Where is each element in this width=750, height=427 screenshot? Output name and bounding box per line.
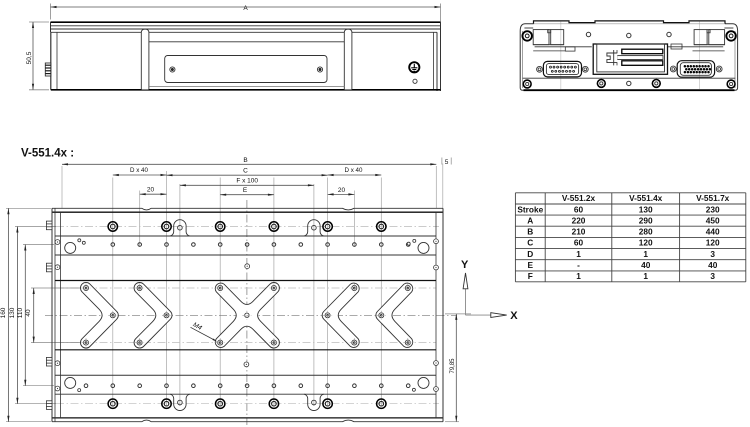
- svg-text:220: 220: [572, 215, 586, 225]
- svg-text:110: 110: [17, 307, 24, 318]
- svg-text:D x 40: D x 40: [130, 167, 148, 174]
- svg-text:V-551.7x: V-551.7x: [696, 193, 730, 203]
- svg-text:1: 1: [576, 249, 581, 259]
- svg-text:40: 40: [641, 260, 651, 270]
- svg-text:210: 210: [572, 227, 586, 237]
- svg-text:V-551.2x: V-551.2x: [562, 193, 596, 203]
- svg-text:B: B: [527, 227, 533, 237]
- svg-text:40: 40: [25, 309, 32, 317]
- svg-text:5: 5: [445, 159, 449, 166]
- svg-text:3: 3: [710, 271, 715, 281]
- svg-text:X: X: [510, 310, 518, 322]
- svg-text:60: 60: [574, 238, 584, 248]
- svg-text:V-551.4x :: V-551.4x :: [21, 148, 74, 160]
- svg-text:40: 40: [708, 260, 718, 270]
- svg-text:3: 3: [710, 249, 715, 259]
- svg-text:290: 290: [639, 215, 653, 225]
- svg-text:E: E: [243, 187, 248, 194]
- svg-text:D x 40: D x 40: [345, 167, 363, 174]
- svg-text:D: D: [527, 249, 533, 259]
- svg-text:F x 100: F x 100: [236, 178, 258, 185]
- svg-text:440: 440: [706, 227, 720, 237]
- svg-text:C: C: [243, 167, 248, 174]
- svg-text:160: 160: [0, 307, 7, 318]
- svg-text:20: 20: [338, 187, 346, 194]
- svg-text:M4: M4: [192, 321, 204, 332]
- svg-text:130: 130: [9, 307, 16, 318]
- svg-text:230: 230: [706, 204, 720, 214]
- svg-text:-: -: [577, 260, 580, 270]
- svg-text:1: 1: [576, 271, 581, 281]
- svg-text:F: F: [528, 271, 533, 281]
- svg-text:130: 130: [639, 204, 653, 214]
- svg-text:Y: Y: [461, 259, 469, 271]
- svg-text:1: 1: [643, 271, 648, 281]
- svg-text:E: E: [528, 260, 534, 270]
- svg-text:B: B: [243, 157, 247, 164]
- svg-text:60: 60: [574, 204, 584, 214]
- svg-text:V-551.4x: V-551.4x: [629, 193, 663, 203]
- svg-text:450: 450: [706, 215, 720, 225]
- svg-text:120: 120: [639, 238, 653, 248]
- svg-text:20: 20: [147, 187, 155, 194]
- svg-text:Stroke: Stroke: [517, 204, 543, 214]
- svg-text:120: 120: [706, 238, 720, 248]
- svg-text:280: 280: [639, 227, 653, 237]
- svg-text:50,5: 50,5: [26, 51, 33, 64]
- svg-text:A: A: [527, 215, 533, 225]
- svg-text:A: A: [243, 5, 248, 12]
- svg-text:79,85: 79,85: [450, 358, 456, 374]
- svg-text:C: C: [527, 238, 533, 248]
- svg-text:1: 1: [643, 249, 648, 259]
